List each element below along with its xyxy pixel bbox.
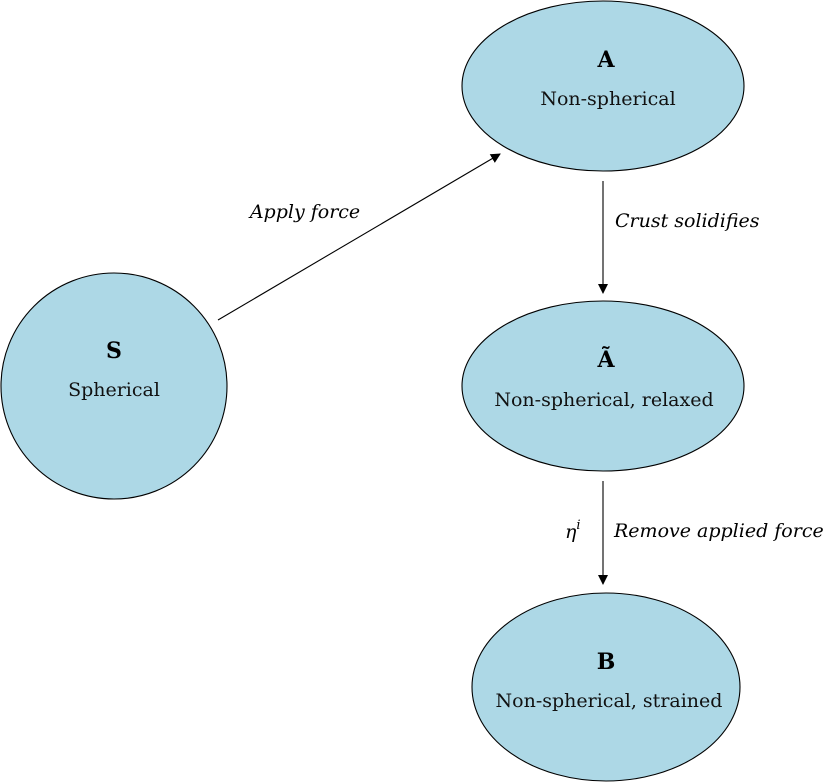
node-a-tilde-subtitle: Non-spherical, relaxed [494, 389, 713, 411]
edge-a-tilde-to-b-label: Remove applied force [613, 520, 824, 542]
node-a-tilde-ellipse [461, 300, 745, 472]
eta-label: ηi [565, 518, 581, 543]
edge-a-to-a-tilde: Crust solidifies [598, 181, 760, 294]
node-s: S Spherical [0, 272, 228, 500]
node-a-tilde: Ã Non-spherical, relaxed [461, 300, 745, 472]
edge-s-to-a: Apply force [217, 153, 501, 321]
edge-a-to-a-tilde-label: Crust solidifies [615, 210, 760, 232]
node-s-title: S [106, 338, 122, 364]
node-b: B Non-spherical, strained [471, 592, 741, 782]
node-b-subtitle: Non-spherical, strained [496, 690, 723, 712]
node-a: A Non-spherical [461, 0, 745, 172]
node-b-ellipse [471, 592, 741, 782]
edge-a-tilde-to-b: Remove applied force ηi [565, 481, 824, 585]
eta-superscript: i [576, 518, 580, 533]
node-a-subtitle: Non-spherical [540, 88, 675, 110]
edge-s-to-a-label: Apply force [248, 201, 360, 223]
node-a-tilde-title: Ã [596, 346, 615, 373]
node-a-ellipse [461, 0, 745, 172]
eta-symbol: η [565, 521, 577, 543]
edge-s-to-a-line [217, 153, 501, 321]
node-s-subtitle: Spherical [68, 379, 160, 401]
node-b-title: B [597, 649, 616, 675]
node-s-circle [0, 272, 228, 500]
node-a-title: A [596, 47, 615, 73]
